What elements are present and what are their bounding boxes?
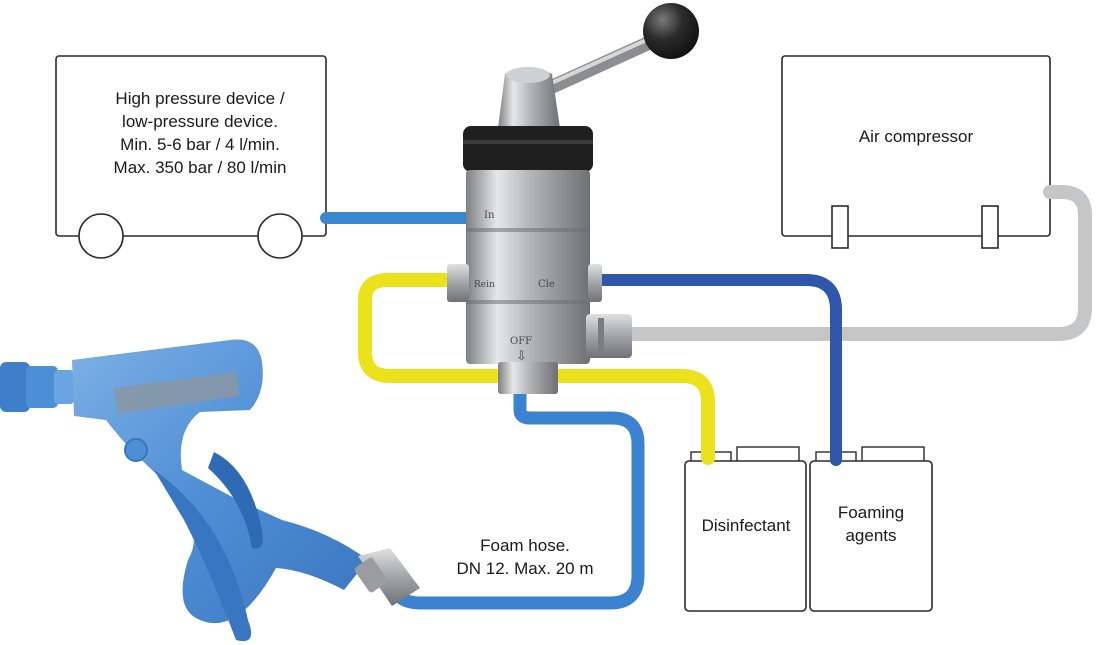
disinfectant-line (358, 273, 715, 465)
injector-left-fitting (447, 264, 469, 302)
pressure-device-label: High pressure device / low-pressure devi… (70, 88, 330, 180)
pressure-device-line-2: low-pressure device. (122, 111, 278, 131)
foaming-line (590, 274, 842, 466)
lever-knob (643, 3, 699, 59)
air-compressor (781, 55, 1051, 249)
pressure-device-line-1: High pressure device / (115, 89, 285, 108)
injector-mark-off: OFF (510, 336, 532, 347)
injector-black-ring (463, 126, 593, 172)
air-compressor-foot-left (831, 205, 849, 249)
injector-body (466, 170, 590, 364)
injector-lever (529, 29, 671, 101)
injector-top-cap (498, 67, 560, 128)
gun-trigger-guard (154, 470, 252, 642)
foam-injector: In Cle Rein OFF ⇩ (447, 3, 699, 394)
gun-label-plate (114, 372, 240, 414)
gun-nozzle (0, 362, 30, 412)
pressure-device-wheel-right (257, 213, 303, 259)
foam-hose (385, 385, 645, 610)
air-compressor-foot-right (981, 205, 999, 249)
injector-arrow-mark: ⇩ (516, 349, 527, 364)
foaming-agents-canister (809, 446, 933, 612)
hoses (320, 185, 1092, 610)
injector-right-fitting (588, 264, 602, 302)
pressure-device-line-3: Min. 5-6 bar / 4 l/min. (120, 134, 280, 154)
injector-mark-in: In (484, 210, 495, 221)
foam-hose-line-2: DN 12. Max. 20 m (456, 558, 594, 578)
spray-gun (0, 339, 420, 642)
injector-outlet (498, 362, 558, 394)
injector-mark-rein: Rein (474, 280, 495, 290)
gun-body (72, 339, 368, 624)
pressure-device-wheel-left (78, 213, 124, 259)
air-compressor-label: Air compressor (858, 127, 974, 146)
pressure-device-line-4: Max. 350 bar / 80 l/min (113, 157, 287, 177)
pressure-device-box (55, 55, 327, 237)
pressure-device (55, 55, 327, 259)
disinfectant-label: Disinfectant (701, 516, 791, 535)
gun-trigger (208, 452, 263, 549)
foam-hose-label: Foam hose. DN 12. Max. 20 m (430, 535, 620, 581)
foam-hose-line-1: Foam hose. (480, 536, 570, 555)
foaming-agents-label: Foaming agents (812, 502, 930, 548)
disinfectant-canister (684, 446, 807, 612)
foaming-agents-line-2: agents (845, 525, 897, 545)
air-compressor-box (781, 55, 1051, 237)
foaming-agents-line-1: Foaming (837, 503, 905, 522)
injector-air-fitting (586, 314, 632, 358)
air-line (623, 185, 1092, 341)
injector-mark-cle: Cle (538, 279, 555, 290)
